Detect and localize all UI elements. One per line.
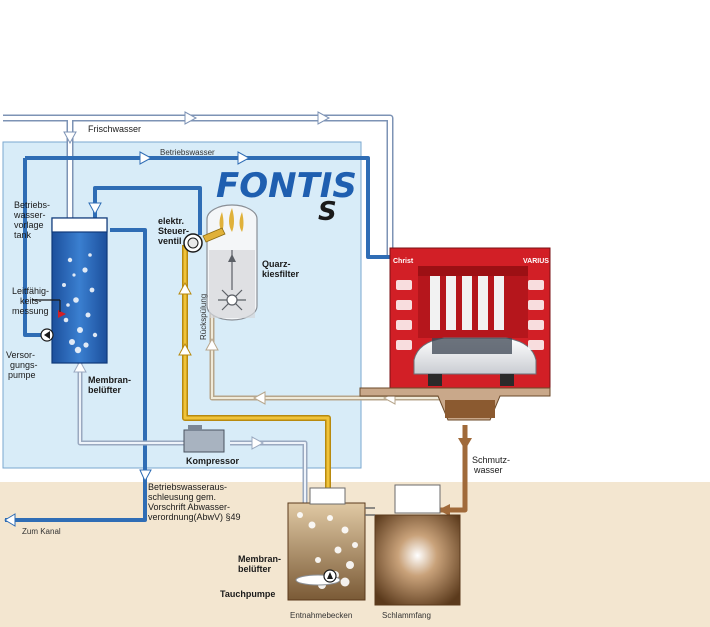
operating-water-tank <box>32 217 108 364</box>
quartz-gravel-filter <box>206 204 258 321</box>
car-wash-machine: Christ VARIUS <box>389 247 551 389</box>
supply-pump <box>40 328 54 342</box>
svg-text:Membran-: Membran- <box>238 554 281 564</box>
label-betriebswasser: Betriebswasser <box>160 148 215 157</box>
svg-text:Versor-: Versor- <box>6 350 35 360</box>
svg-text:verordnung(AbwV) §49: verordnung(AbwV) §49 <box>148 512 241 522</box>
label-versorgungspumpe: Versor- gungs- pumpe <box>6 350 38 380</box>
label-steuerventil: elektr. Steuer- ventil <box>158 216 189 246</box>
operating-water-arrows <box>4 151 251 527</box>
svg-text:kiesfilter: kiesfilter <box>262 269 300 279</box>
svg-text:tank: tank <box>14 230 32 240</box>
machine-brand-right: VARIUS <box>523 258 549 265</box>
svg-text:Schmutz-: Schmutz- <box>472 455 510 465</box>
air-arrows <box>73 359 265 450</box>
svg-text:Leitfähig-: Leitfähig- <box>12 286 49 296</box>
svg-text:schleusung gem.: schleusung gem. <box>148 492 216 502</box>
svg-text:belüfter: belüfter <box>238 564 272 574</box>
pump-arrows <box>178 281 192 356</box>
sludge-trap <box>365 484 461 606</box>
machine-brand-left: Christ <box>393 258 414 265</box>
svg-text:Steuer-: Steuer- <box>158 226 189 236</box>
control-valve <box>183 227 226 253</box>
svg-text:wasser-: wasser- <box>13 210 46 220</box>
label-ausschleusung: Betriebswasseraus- schleusung gem. Vorsc… <box>148 482 241 522</box>
label-leitfaehigkeit: Leitfähig- keits- messung <box>12 286 49 316</box>
label-entnahmebecken: Entnahmebecken <box>290 611 352 620</box>
label-rueckspuelung: Rückspülung <box>199 294 208 340</box>
brand-logo: FONTIS <box>216 166 357 206</box>
svg-text:ventil: ventil <box>158 236 182 246</box>
label-schmutzwasser: Schmutz- wasser <box>472 455 510 475</box>
svg-text:Betriebswasseraus-: Betriebswasseraus- <box>148 482 227 492</box>
compressor <box>183 425 225 453</box>
svg-text:keits-: keits- <box>20 296 42 306</box>
label-membranbeluefter-tank: Membran- belüfter <box>88 375 131 395</box>
label-tank: Betriebs- wasser- vorlage tank <box>13 200 50 240</box>
wash-bay-trough <box>359 387 551 421</box>
label-tauchpumpe: Tauchpumpe <box>220 589 275 599</box>
label-zum-kanal: Zum Kanal <box>22 527 61 536</box>
brand-mark: S <box>318 197 337 227</box>
svg-text:Quarz-: Quarz- <box>262 259 291 269</box>
svg-text:Betriebs-: Betriebs- <box>14 200 50 210</box>
fresh-water-arrows <box>63 111 331 145</box>
label-quarzkiesfilter: Quarz- kiesfilter <box>262 259 300 279</box>
svg-text:belüfter: belüfter <box>88 385 122 395</box>
svg-text:wasser: wasser <box>473 465 503 475</box>
svg-text:Membran-: Membran- <box>88 375 131 385</box>
label-schlammfang: Schlammfang <box>382 611 431 620</box>
label-kompressor: Kompressor <box>186 456 240 466</box>
svg-text:vorlage: vorlage <box>14 220 44 230</box>
svg-text:pumpe: pumpe <box>8 370 36 380</box>
label-frischwasser: Frischwasser <box>88 124 141 134</box>
label-membranbeluefter-becken: Membran- belüfter <box>238 554 281 574</box>
svg-text:elektr.: elektr. <box>158 216 184 226</box>
dirty-water-arrows <box>438 438 472 516</box>
svg-text:messung: messung <box>12 306 49 316</box>
svg-text:gungs-: gungs- <box>10 360 38 370</box>
return-arrows <box>205 337 396 405</box>
svg-text:Vorschrift Abwasser-: Vorschrift Abwasser- <box>148 502 230 512</box>
extraction-basin <box>287 487 366 601</box>
